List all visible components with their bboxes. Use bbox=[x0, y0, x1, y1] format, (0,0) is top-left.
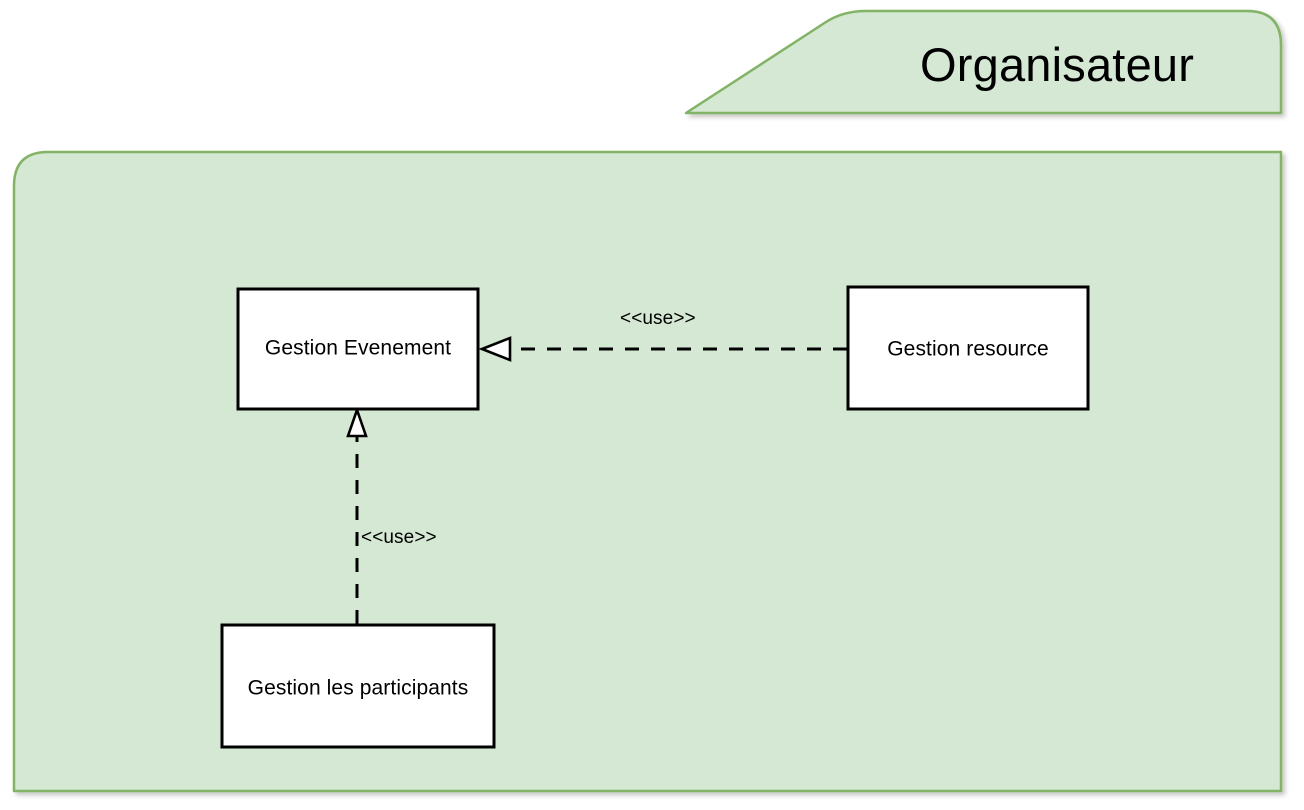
edge-label-use-participants: <<use>> bbox=[361, 527, 437, 548]
node-gestion-les-participants[interactable] bbox=[220, 623, 496, 749]
node-label-gestion-les-participants: Gestion les participants bbox=[247, 676, 469, 700]
node-gestion-resource[interactable] bbox=[846, 285, 1090, 411]
package-body bbox=[12, 150, 1283, 793]
node-label-gestion-evenement: Gestion Evenement bbox=[264, 336, 452, 360]
edge-participants-to-evenement[interactable] bbox=[346, 406, 368, 624]
package-body-shape bbox=[12, 150, 1283, 793]
node-label-gestion-resource: Gestion resource bbox=[887, 337, 1049, 361]
node-gestion-evenement[interactable] bbox=[236, 287, 480, 411]
edge-resource-to-evenement[interactable] bbox=[478, 336, 847, 362]
package-title-tab-shape bbox=[684, 9, 1283, 115]
package-title: Organisateur bbox=[920, 38, 1195, 91]
edge-label-use-resource: <<use>> bbox=[620, 308, 696, 329]
package-title-tab bbox=[684, 9, 1283, 115]
edge-resource-to-evenement-arrowhead bbox=[478, 336, 512, 362]
edge-participants-to-evenement-arrowhead bbox=[346, 406, 368, 438]
